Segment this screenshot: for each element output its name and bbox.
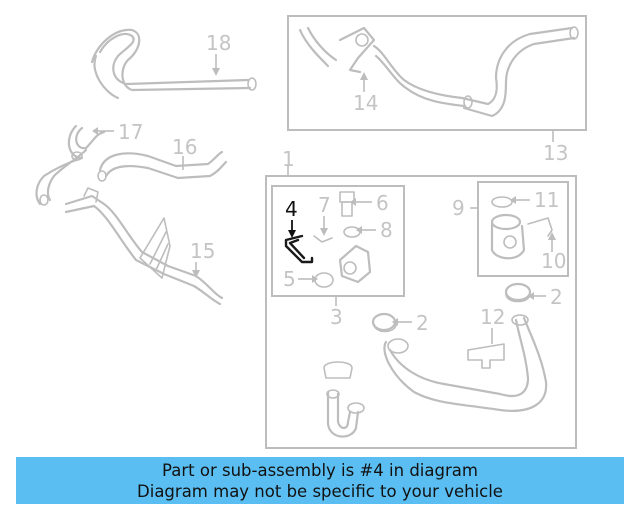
arrowhead-8 [356, 226, 362, 234]
part-18-hose [90, 28, 257, 100]
arrowhead-6 [350, 198, 356, 206]
banner-line-2: Diagram may not be specific to your vehi… [137, 481, 503, 501]
part-4-clip-highlighted [284, 234, 314, 264]
callout-15: 15 [190, 239, 215, 263]
part-17-hose [35, 124, 106, 206]
part-2-clamp-right [504, 282, 532, 303]
callout-14: 14 [353, 91, 378, 115]
box-3 [271, 185, 405, 297]
part-8-oring [343, 226, 361, 238]
arrowhead-10 [548, 232, 556, 240]
callout-8: 8 [380, 218, 393, 242]
callout-13: 13 [543, 141, 568, 165]
part-6-sensor [339, 191, 355, 217]
arrowhead-11 [510, 196, 516, 204]
callout-3: 3 [330, 305, 343, 329]
part-14-assembly [298, 26, 579, 118]
part-7-clip [313, 235, 333, 243]
callout-16: 16 [172, 135, 197, 159]
part-11-seal [491, 196, 513, 208]
callout-18: 18 [206, 31, 231, 55]
part-5-oring [314, 272, 334, 288]
callout-7: 7 [318, 193, 331, 217]
part-15-pipe [64, 187, 224, 306]
part-3-housing [338, 244, 372, 284]
arrowhead-2-middle [392, 318, 398, 326]
callout-4: 4 [285, 197, 298, 221]
arrowhead-14 [360, 72, 368, 80]
arrowhead-2-right [528, 292, 534, 300]
part-2-clamp-middle [371, 312, 397, 333]
part-12-hose [383, 314, 548, 412]
callout-2-right: 2 [550, 285, 563, 309]
callout-6: 6 [376, 191, 389, 215]
banner-line-1: Part or sub-assembly is #4 in diagram [162, 460, 478, 480]
box-9 [477, 181, 569, 277]
info-banner: Part or sub-assembly is #4 in diagram Di… [16, 457, 624, 504]
callout-9: 9 [452, 196, 465, 220]
arrowhead-7 [320, 228, 328, 236]
part-elbow-bottom [323, 361, 365, 438]
box-1 [265, 175, 577, 449]
part-9-thermostat [490, 213, 526, 260]
callout-12: 12 [480, 305, 505, 329]
callout-1: 1 [282, 147, 295, 171]
box-13 [287, 15, 587, 131]
callout-17: 17 [118, 120, 143, 144]
arrowhead-17 [92, 127, 98, 135]
arrowhead-18 [212, 68, 220, 76]
callout-10: 10 [541, 249, 566, 273]
part-16-hose [97, 150, 228, 182]
arrowhead-15 [192, 270, 200, 278]
arrowhead-4 [288, 230, 296, 238]
part-10-clip [527, 217, 553, 237]
parts-diagram: 18 17 16 15 14 13 1 4 7 6 8 5 3 9 11 10 … [35, 15, 587, 449]
callout-2-middle: 2 [416, 311, 429, 335]
callout-11: 11 [534, 188, 559, 212]
arrowhead-5 [312, 275, 318, 283]
callout-5: 5 [283, 267, 296, 291]
